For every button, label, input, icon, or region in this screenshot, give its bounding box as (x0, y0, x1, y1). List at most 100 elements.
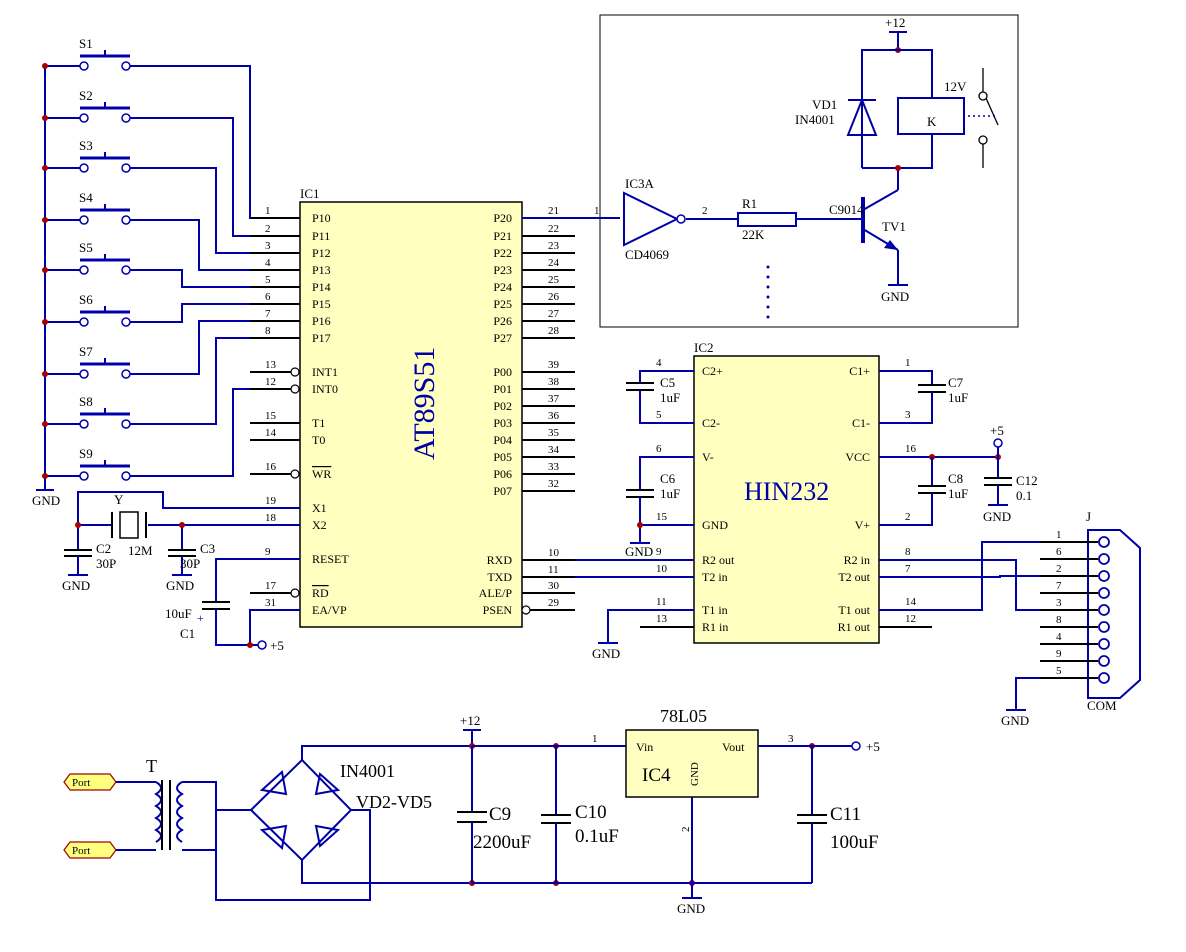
pin-number: 12 (905, 613, 916, 625)
switch-s8: S8 (42, 394, 131, 429)
db9-pin-4: 4 (1040, 631, 1110, 650)
pin-number: 13 (656, 613, 668, 625)
v12-label: +12 (460, 713, 480, 728)
vcc-ic2: +5 (990, 423, 1004, 438)
pin-number: 5 (656, 409, 662, 421)
pin-number: 32 (548, 478, 559, 490)
pin-name: P10 (312, 211, 331, 225)
switch-label: S9 (79, 446, 93, 461)
port-in-1[interactable]: Port (63, 773, 117, 791)
switch-s6: S6 (42, 292, 131, 327)
pin-number: 4 (1056, 631, 1062, 643)
pin-name: P21 (493, 229, 512, 243)
c10-value: 0.1uF (575, 826, 619, 847)
pin-number: 3 (1056, 597, 1062, 609)
r1-ref: R1 (742, 196, 757, 211)
pin-number: 1 (905, 357, 911, 369)
c11-value: 100uF (830, 832, 879, 853)
bridge-ref: VD2-VD5 (356, 792, 432, 812)
pin-number: 19 (265, 495, 277, 507)
pin-number: 3 (265, 240, 271, 252)
pin-number: 37 (548, 393, 560, 405)
pin-number: 7 (265, 308, 271, 320)
port-in-2[interactable]: Port (63, 841, 117, 859)
pin-name: RESET (312, 552, 349, 566)
transistor-part: C9014 (829, 202, 864, 217)
pin-name: C1- (852, 416, 870, 430)
pin-name: P26 (493, 314, 512, 328)
transistor-ref: TV1 (882, 219, 906, 234)
pin-number: 6 (1056, 546, 1062, 558)
pin-name: P13 (312, 263, 331, 277)
c8-value: 1uF (948, 486, 968, 501)
db9-pin-3: 3 (1040, 597, 1110, 616)
pin-number: 28 (548, 325, 560, 337)
pin-number: 17 (265, 580, 277, 592)
c9-value: 2200uF (473, 832, 531, 853)
gnd-t1in: GND (592, 646, 620, 661)
pin-number: 7 (1056, 580, 1062, 592)
pin-number: 10 (656, 563, 668, 575)
ic1-name: AT89S51 (408, 347, 441, 460)
regulator-part: 78L05 (660, 706, 707, 726)
switch-label: S2 (79, 88, 93, 103)
reg-vin: Vin (636, 740, 653, 754)
pin-name: P02 (493, 399, 512, 413)
c8-ref: C8 (948, 471, 963, 486)
pin-number: 4 (265, 257, 271, 269)
connector-name: COM (1087, 698, 1117, 713)
pin-number: 36 (548, 410, 560, 422)
pin-number: 11 (656, 596, 667, 608)
pin-name: P07 (493, 484, 512, 498)
pin-name: T2 in (702, 570, 728, 584)
pin-number: 1 (1056, 529, 1062, 541)
pin-name: TXD (487, 570, 512, 584)
pin-number: 14 (265, 427, 277, 439)
pin-number: 21 (548, 205, 559, 217)
pin-name: VCC (845, 450, 870, 464)
pin-number: 8 (1056, 614, 1062, 626)
c10-ref: C10 (575, 802, 607, 823)
pin-number: 24 (548, 257, 560, 269)
pin-number: 10 (548, 547, 560, 559)
inv-pin-out: 2 (702, 205, 708, 217)
pin-name: PSEN (483, 603, 513, 617)
switch-label: S3 (79, 138, 93, 153)
pin-number: 5 (1056, 665, 1062, 677)
pin-name: INT0 (312, 382, 338, 396)
reg-gnd: GND (689, 762, 701, 786)
c6-ref: C6 (660, 471, 676, 486)
switch-s9: S9 (42, 446, 131, 481)
db9-pin-6: 6 (1040, 546, 1110, 565)
pin-number: 29 (548, 597, 560, 609)
pin-number: 5 (265, 274, 271, 286)
c5-ref: C5 (660, 375, 675, 390)
pin-name: RXD (487, 553, 513, 567)
reg-pin2: 2 (680, 827, 692, 833)
switch-label: S4 (79, 190, 93, 205)
pin-number: 6 (656, 443, 662, 455)
pin-number: 3 (905, 409, 911, 421)
switch-s4: S4 (42, 190, 131, 225)
gnd-label: GND (32, 493, 60, 508)
pin-name: C2+ (702, 364, 723, 378)
db9-pin-9: 9 (1040, 648, 1110, 667)
pin-number: 13 (265, 359, 277, 371)
c7-value: 1uF (948, 390, 968, 405)
inverter-ref: IC3A (625, 176, 655, 191)
c11-ref: C11 (830, 804, 861, 825)
pin-name: P04 (493, 433, 512, 447)
